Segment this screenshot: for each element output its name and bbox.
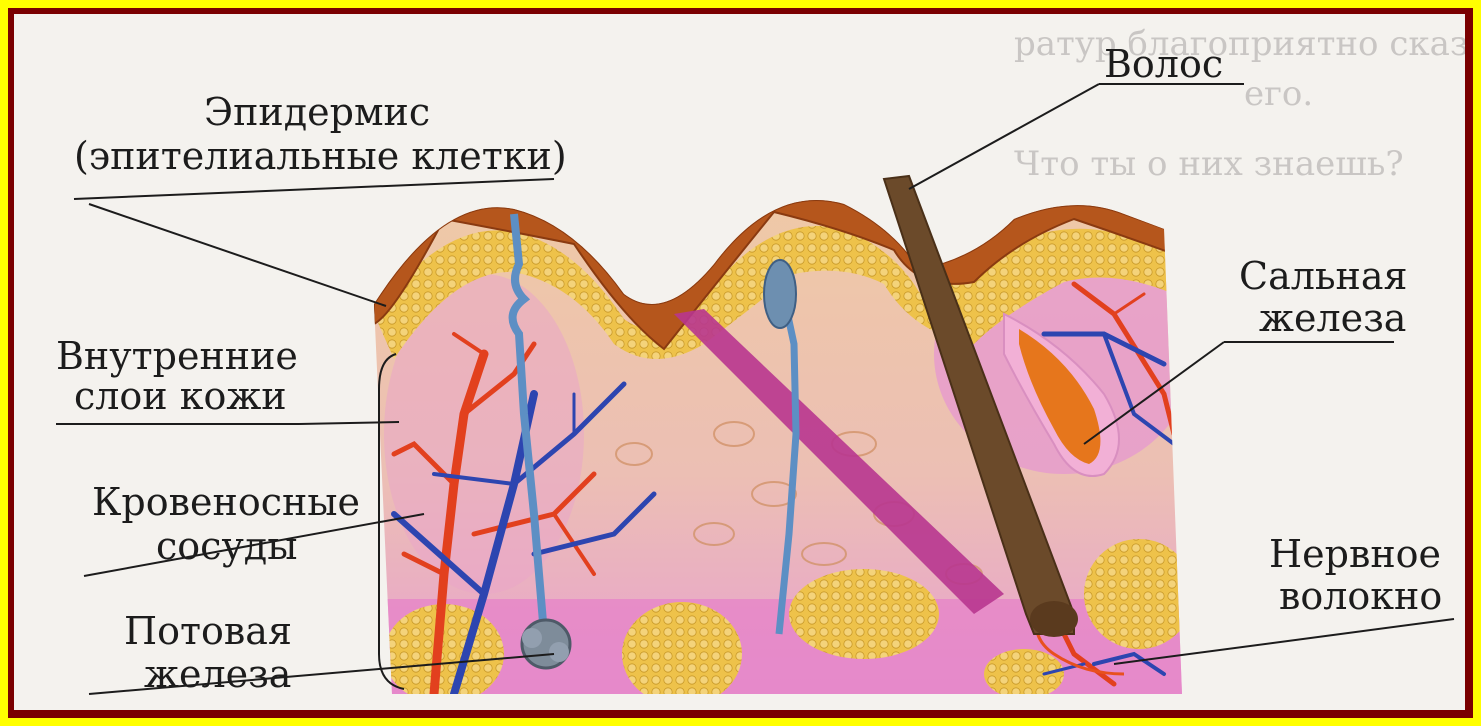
label-hair: Волос	[1104, 44, 1223, 84]
label-epidermis-sub: (эпителиальные клетки)	[74, 136, 567, 176]
label-sebaceous-1: Сальная	[1239, 256, 1408, 296]
label-inner-layers-2: слои кожи	[74, 376, 287, 416]
label-sebaceous-2: железа	[1259, 298, 1406, 338]
label-sweat-1: Потовая	[124, 611, 292, 651]
page: ратур благоприятно сказываются его. Что …	[14, 14, 1465, 710]
label-nerve-1: Нервное	[1269, 534, 1441, 574]
hair-bulb	[1030, 601, 1078, 637]
label-vessels-1: Кровеносные	[92, 482, 360, 522]
label-vessels-2: сосуды	[156, 526, 297, 566]
label-inner-layers-1: Внутренние	[56, 336, 298, 376]
label-sweat-2: железа	[144, 654, 291, 694]
label-epidermis: Эпидермис	[204, 92, 430, 132]
label-nerve-2: волокно	[1279, 576, 1442, 616]
